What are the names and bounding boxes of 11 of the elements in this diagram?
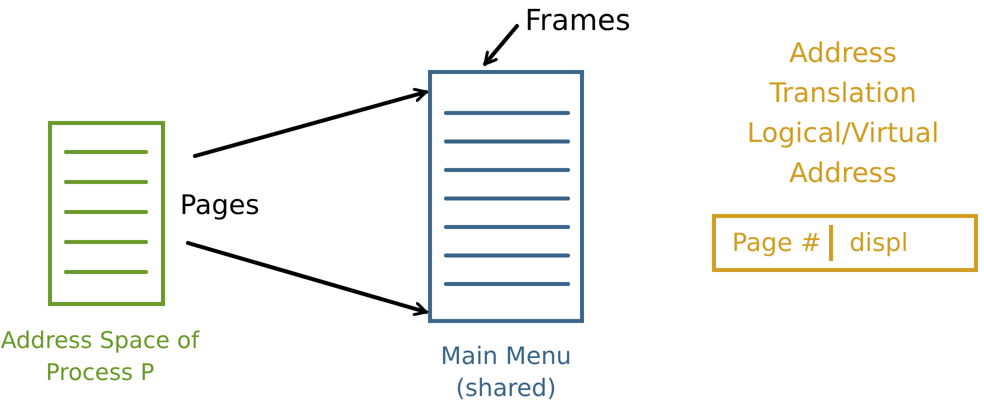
heading-text: Address Translation Logical/Virtual Address (746, 37, 940, 191)
address-format-box (712, 214, 978, 272)
pages-label: Pages (180, 189, 260, 223)
frames-label: Frames (525, 0, 630, 40)
box-caption: Address Space of Process P (0, 327, 200, 388)
arrow (483, 24, 519, 66)
box-caption: Main Menu (shared) (440, 341, 572, 404)
arrow (193, 88, 428, 158)
field-text: displ (848, 227, 908, 259)
arrow (186, 241, 428, 316)
field-text: Page # (716, 225, 834, 261)
